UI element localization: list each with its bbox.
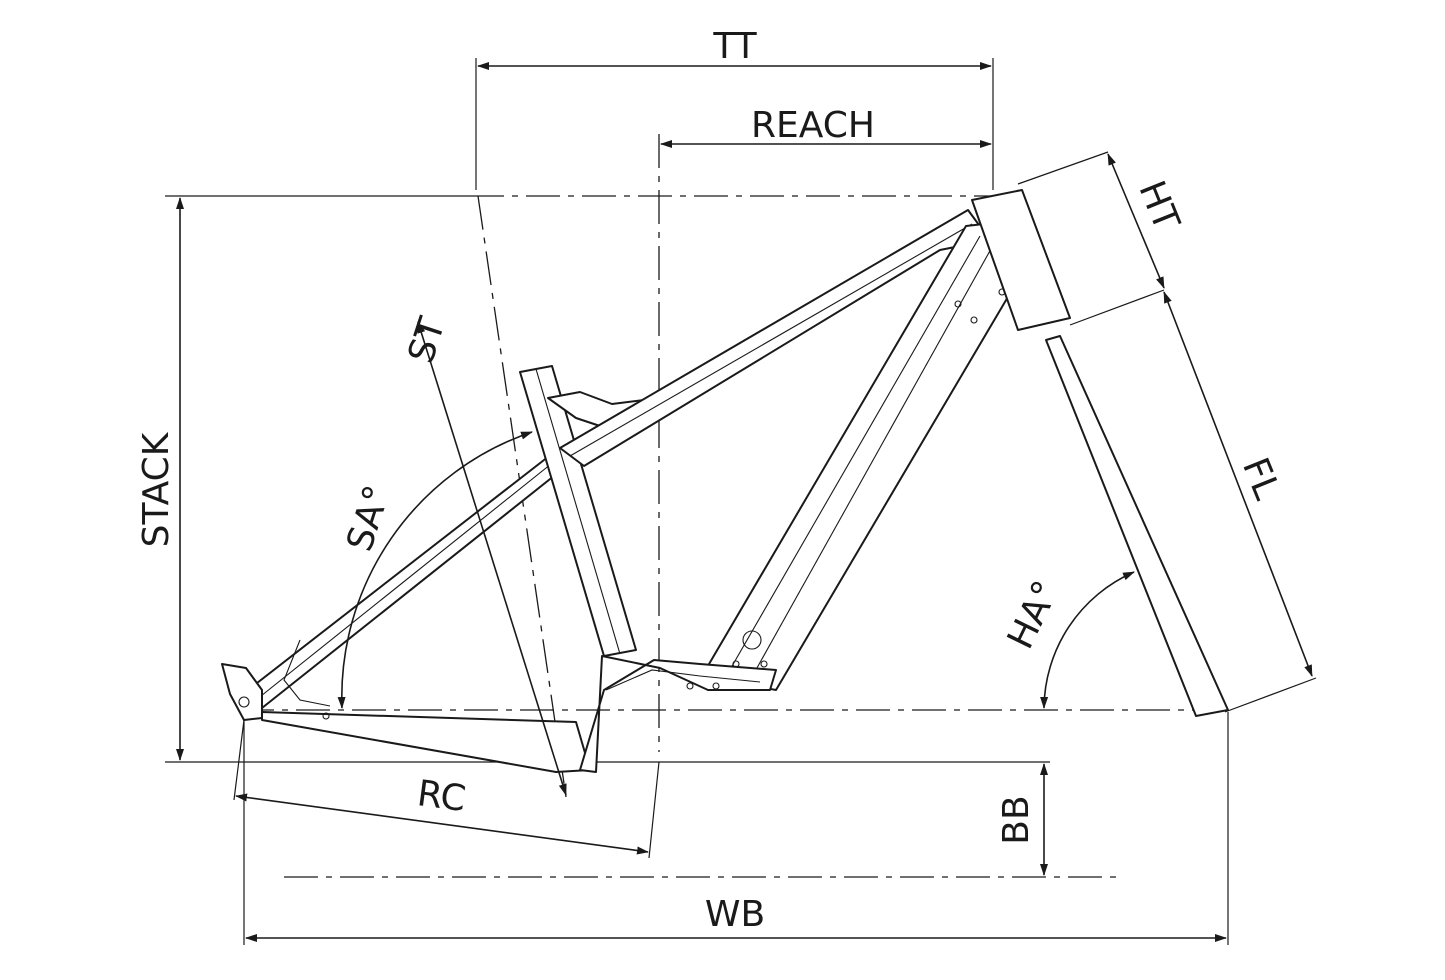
reach-label: REACH	[751, 105, 875, 146]
ha-angle-arc	[1040, 571, 1135, 709]
head-tube	[971, 189, 1071, 331]
st-label: ST	[401, 312, 454, 368]
motor-housing	[579, 655, 777, 773]
rear-dropout	[221, 663, 263, 721]
wb-label: WB	[705, 894, 765, 935]
ha-label: HA°	[1000, 575, 1067, 656]
fork	[1045, 335, 1229, 717]
dimension-arrows	[176, 62, 1313, 942]
fl-label: FL	[1234, 452, 1287, 505]
fl-dimension	[1163, 291, 1313, 677]
stack-label: STACK	[136, 431, 177, 547]
rc-dimension	[235, 793, 649, 855]
bb-label: BB	[996, 795, 1037, 844]
bike-frame	[221, 189, 1229, 773]
tt-label: TT	[712, 26, 757, 67]
ht-dimension	[1107, 153, 1165, 289]
rc-label: RC	[415, 773, 468, 820]
sa-label: SA°	[339, 481, 398, 557]
sa-angle-arc	[337, 431, 533, 709]
chainstay	[261, 711, 591, 773]
